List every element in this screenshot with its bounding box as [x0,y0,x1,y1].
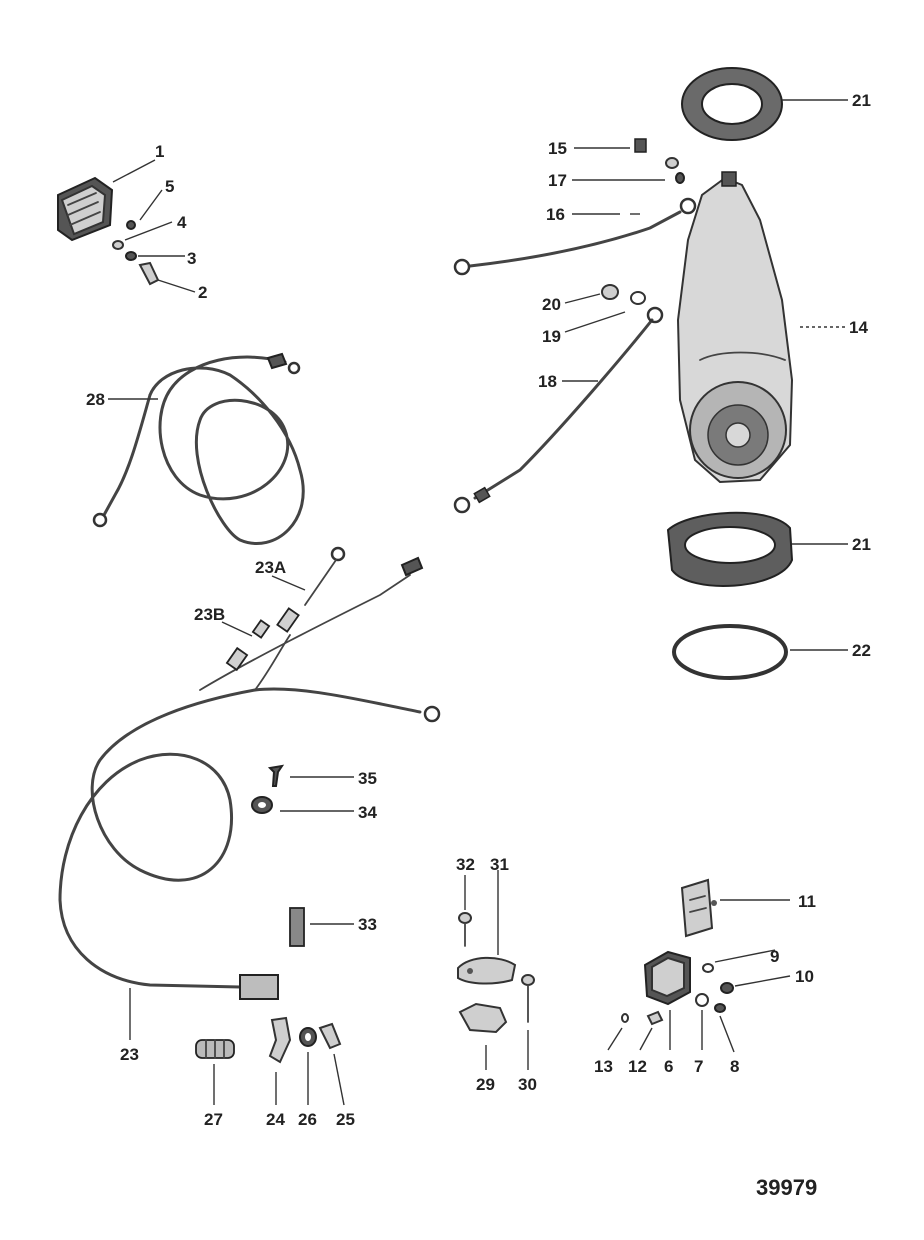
washer-part-17 [665,157,685,184]
callout-1: 1 [155,142,164,161]
starter-motor-part-14 [676,171,794,484]
nut-part-15 [634,138,647,153]
washer-part-19 [630,291,646,305]
callout-31: 31 [490,855,509,874]
nut-part-26 [299,1027,317,1047]
relay-part-11 [680,878,717,938]
callout-34: 34 [358,803,377,822]
callout-23B: 23B [194,605,225,624]
boot-part-21-top [681,67,783,141]
bracket-part-29 [458,1002,508,1034]
callout-26: 26 [298,1110,317,1129]
lead-part-23A [276,546,346,633]
decal-part-33 [289,907,305,947]
nut-part-8 [714,1003,726,1013]
callout-18: 18 [538,372,557,391]
harness-part-28 [92,352,305,545]
callout-12: 12 [628,1057,647,1076]
callout-4: 4 [177,213,187,232]
cable-part-18 [453,306,664,514]
callout-20: 20 [542,295,561,314]
figure-number: 39979 [756,1175,818,1200]
bolt-part-30 [521,974,535,1023]
screw-part-32 [458,912,472,947]
callout-2: 2 [198,283,207,302]
callout-29: 29 [476,1075,495,1094]
boot-part-21-bottom [666,511,794,587]
ring-part-22 [672,624,788,680]
callout-32: 32 [456,855,475,874]
callout-6: 6 [664,1057,673,1076]
callout-33: 33 [358,915,377,934]
callout-27: 27 [204,1110,223,1129]
callout-3: 3 [187,249,196,268]
callout-13: 13 [594,1057,613,1076]
washer-part-9 [702,963,714,973]
callout-28: 28 [86,390,105,409]
callout-15: 15 [548,139,567,158]
screw-part-12 [646,1010,664,1026]
connector-part-23B [225,619,271,672]
nut-part-10 [720,982,734,994]
callout-8: 8 [730,1057,739,1076]
callout-17: 17 [548,171,567,190]
callout-14: 14 [849,318,868,337]
bolt-part-25 [318,1022,342,1050]
callout-10: 10 [795,967,814,986]
washer-part-7 [695,993,709,1007]
switch-part-6 [643,950,691,1006]
harness-part-23 [58,556,441,1000]
screw-part-35 [267,764,285,787]
callout-35: 35 [358,769,377,788]
callout-25: 25 [336,1110,355,1129]
washer-part-13 [621,1013,629,1023]
callout-21-bottom: 21 [852,535,871,554]
rectifier-part-1 [57,176,114,242]
callout-23: 23 [120,1045,139,1064]
callout-5: 5 [165,177,174,196]
callout-24: 24 [266,1110,285,1129]
callout-7: 7 [694,1057,703,1076]
callout-16: 16 [546,205,565,224]
callout-9: 9 [770,947,779,966]
cable-part-16 [453,197,697,276]
callout-23A: 23A [255,558,286,577]
callout-19: 19 [542,327,561,346]
callout-30: 30 [518,1075,537,1094]
plate-part-31 [457,956,517,985]
nut-part-20 [601,284,619,300]
callout-11: 11 [798,892,816,911]
callout-22: 22 [852,641,871,660]
bracket-part-24 [268,1016,292,1064]
callout-21-top: 21 [852,91,871,110]
sleeve-part-27 [195,1039,235,1059]
clamp-part-34 [251,796,273,814]
